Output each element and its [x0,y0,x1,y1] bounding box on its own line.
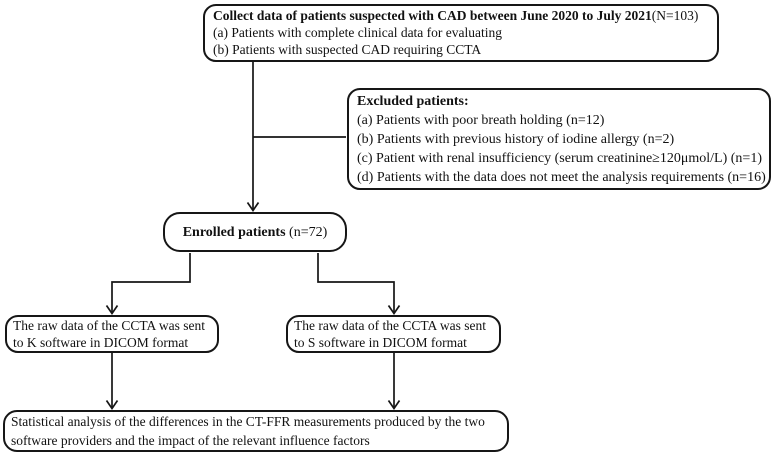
collect-data-item-b: (b) Patients with suspected CAD requirin… [213,42,482,57]
excluded-heading: Excluded patients: [357,94,469,109]
excluded-item-a: (a) Patients with poor breath holding (n… [357,113,605,128]
arrowhead-s-into-analysis [387,400,401,411]
k-software-line-1: The raw data of the CCTA was sent [13,318,205,333]
analysis-line-2: software providers and the impact of the… [11,432,370,448]
analysis-line-1: Statistical analysis of the differences … [11,414,485,429]
arrowhead-into-k [105,305,119,316]
connector-enrolled-to-k [111,253,191,312]
collect-data-title-bold: Collect data of patients suspected with … [213,8,652,23]
s-software-line-1: The raw data of the CCTA was sent [294,318,486,333]
excluded-item-d: (d) Patients with the data does not meet… [357,170,766,185]
excluded-item-b: (b) Patients with previous history of io… [357,132,675,147]
s-software-line-2: to S software in DICOM format [294,335,467,350]
collect-data-box: Collect data of patients suspected with … [203,4,719,62]
enrolled-label-bold: Enrolled patients [182,224,286,240]
excluded-item-c: (c) Patient with renal insufficiency (se… [357,151,762,166]
enrolled-patients-box: Enrolled patients (n=72) [163,212,347,252]
collect-data-title-count: (N=103) [651,8,699,23]
enrolled-label-count: (n=72) [289,224,328,240]
arrowhead-into-enrolled [246,202,260,213]
arrowhead-k-into-analysis [105,400,119,411]
collect-data-item-a: (a) Patients with complete clinical data… [213,25,503,40]
excluded-patients-box: Excluded patients: (a) Patients with poo… [347,88,771,190]
connector-enrolled-to-s [317,253,395,312]
arrowhead-into-s [387,305,401,316]
k-software-line-2: to K software in DICOM format [13,335,189,350]
s-software-box: The raw data of the CCTA was sent to S s… [286,315,501,353]
collect-data-title: Collect data of patients suspected with … [213,7,709,24]
k-software-box: The raw data of the CCTA was sent to K s… [5,315,219,353]
statistical-analysis-box: Statistical analysis of the differences … [3,410,509,452]
